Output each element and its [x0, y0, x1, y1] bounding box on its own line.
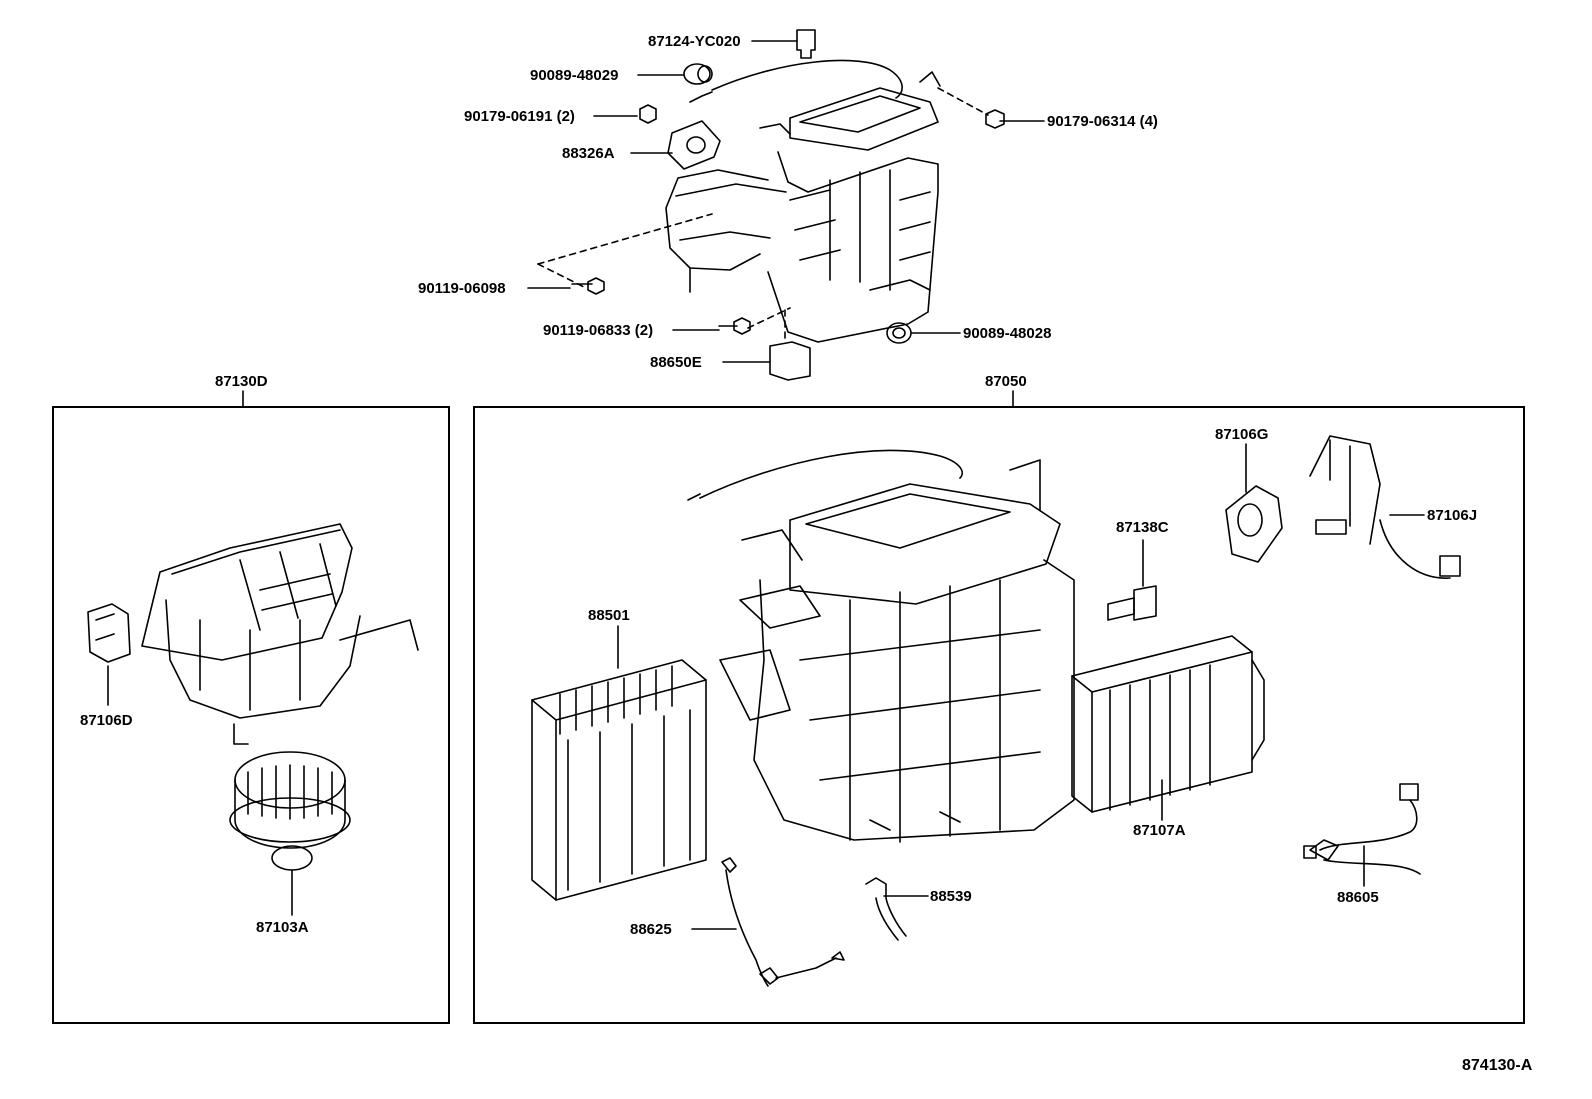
blower-motor-87103a [229, 751, 351, 916]
label-90179-06314: 90179-06314 (4) [1047, 113, 1158, 130]
unit-housing-87050 [687, 449, 1075, 843]
label-90119-06098: 90119-06098 [418, 280, 506, 297]
heater-core-87107a [1071, 635, 1265, 821]
resistor-87106d [87, 603, 131, 706]
label-87124-yc020: 87124-YC020 [648, 33, 741, 50]
sensor-87138c [1107, 539, 1157, 621]
wire-harness-88605 [1303, 783, 1421, 887]
blower-box-title: 87130D [215, 373, 268, 390]
dashed-guides [537, 87, 989, 339]
label-90089-48029: 90089-48029 [530, 67, 619, 84]
label-87106d: 87106D [80, 712, 133, 729]
servo-motor-87106g [1225, 443, 1283, 563]
label-88326a: 88326A [562, 145, 615, 162]
leader-lines-top [242, 40, 1045, 407]
label-88650e: 88650E [650, 354, 702, 371]
sensor-88625 [691, 857, 845, 987]
label-87106g: 87106G [1215, 426, 1269, 443]
servo-harness-87106j [1309, 435, 1461, 579]
fasteners-top [571, 277, 912, 381]
label-87106j: 87106J [1427, 507, 1478, 524]
unit-assembly-frame [473, 406, 1525, 1024]
label-88605: 88605 [1337, 889, 1379, 906]
hvac-assembly-top [639, 29, 1005, 343]
label-87103a: 87103A [256, 919, 309, 936]
label-90119-06833: 90119-06833 (2) [543, 322, 654, 339]
blower-case-87130d [141, 523, 419, 745]
label-88625: 88625 [630, 921, 672, 938]
label-87138c: 87138C [1116, 519, 1169, 536]
label-87107a: 87107A [1133, 822, 1186, 839]
hose-88539 [865, 877, 929, 941]
evaporator-88501 [531, 625, 707, 901]
blower-assembly-frame [52, 406, 450, 1024]
figure-code: 874130-A [1462, 1057, 1533, 1074]
unit-box-title: 87050 [985, 373, 1027, 390]
label-90089-48028: 90089-48028 [963, 325, 1052, 342]
label-88501: 88501 [588, 607, 630, 624]
label-88539: 88539 [930, 888, 972, 905]
label-90179-06191: 90179-06191 (2) [464, 108, 575, 125]
